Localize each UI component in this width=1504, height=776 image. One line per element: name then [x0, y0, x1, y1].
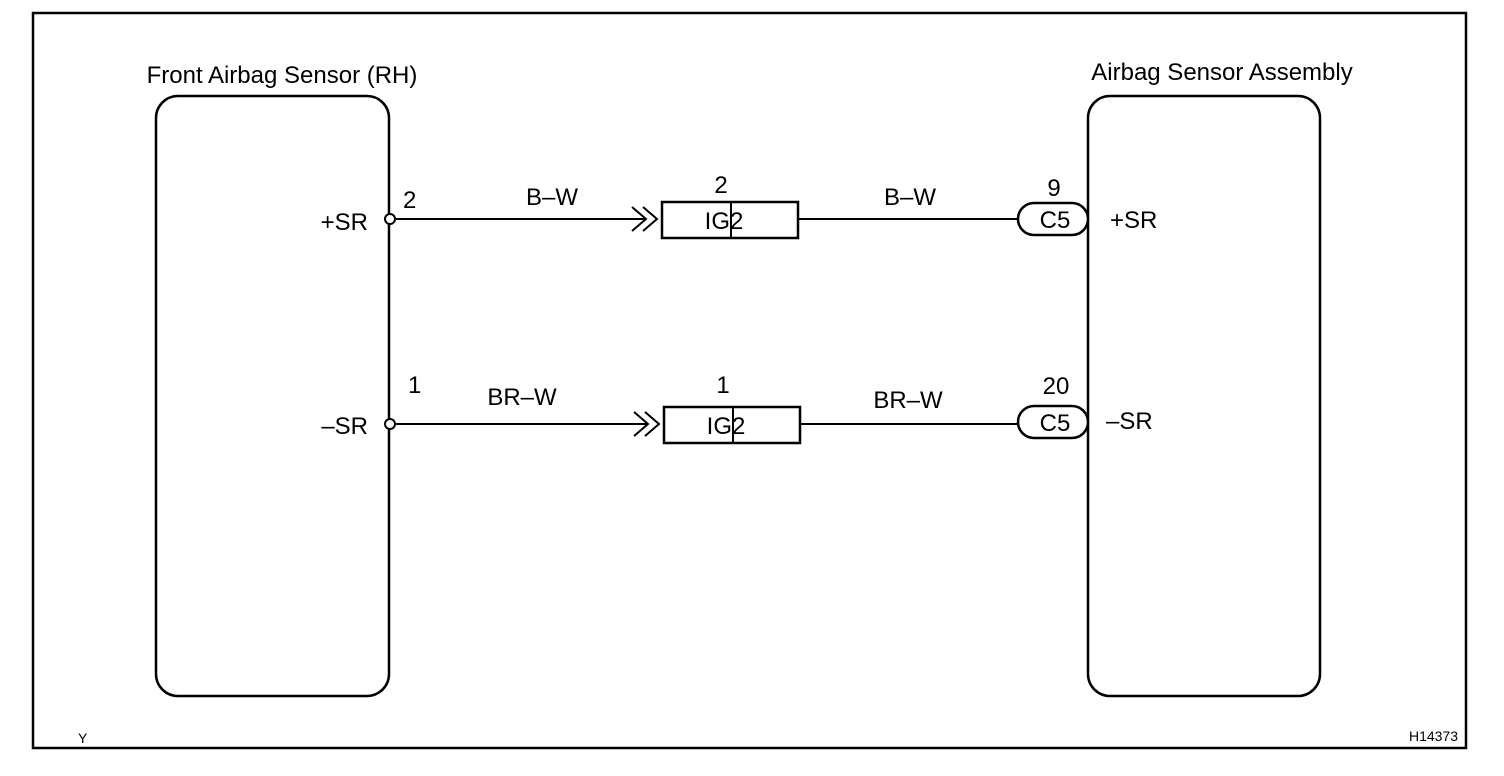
front-airbag-sensor-box — [154, 94, 391, 698]
wire-label-br-w-right: BR–W — [873, 387, 943, 414]
junction-label-ig2-2: IG2 — [707, 413, 746, 440]
left-pin-circle-plus-sr — [384, 213, 396, 225]
junction-connector-chevron-1 — [631, 206, 659, 232]
junction-label-ig2-1: IG2 — [705, 208, 744, 235]
connector-c5-label-2: C5 — [1040, 410, 1071, 437]
airbag-sensor-assembly-title: Airbag Sensor Assembly — [1091, 59, 1352, 86]
figure-id: H14373 — [1409, 728, 1458, 744]
left-pin-number-2: 2 — [403, 187, 416, 214]
junction-pin-number-1: 1 — [716, 372, 729, 399]
right-terminal-plus-sr: +SR — [1110, 207, 1157, 234]
wire-label-b-w-right: B–W — [884, 184, 936, 211]
footer-code: Y — [78, 730, 88, 746]
junction-connector-chevron-2 — [633, 411, 661, 437]
right-pin-number-20: 20 — [1043, 373, 1070, 400]
connector-c5-pin9 — [1016, 201, 1090, 237]
left-terminal-minus-sr: –SR — [321, 413, 368, 440]
right-pin-number-9: 9 — [1047, 175, 1060, 202]
left-pin-number-1: 1 — [408, 372, 421, 399]
diagram-frame — [31, 11, 1468, 750]
airbag-sensor-assembly-box — [1086, 94, 1322, 698]
left-terminal-plus-sr: +SR — [321, 209, 368, 236]
junction-pin-number-2: 2 — [714, 172, 727, 199]
connector-c5-label-1: C5 — [1040, 207, 1071, 234]
front-airbag-sensor-title: Front Airbag Sensor (RH) — [147, 62, 418, 89]
right-terminal-minus-sr: –SR — [1106, 408, 1153, 435]
connector-c5-pin20 — [1016, 404, 1090, 440]
wire-label-b-w-left: B–W — [526, 184, 578, 211]
left-pin-circle-minus-sr — [384, 418, 396, 430]
wire-label-br-w-left: BR–W — [487, 384, 557, 411]
